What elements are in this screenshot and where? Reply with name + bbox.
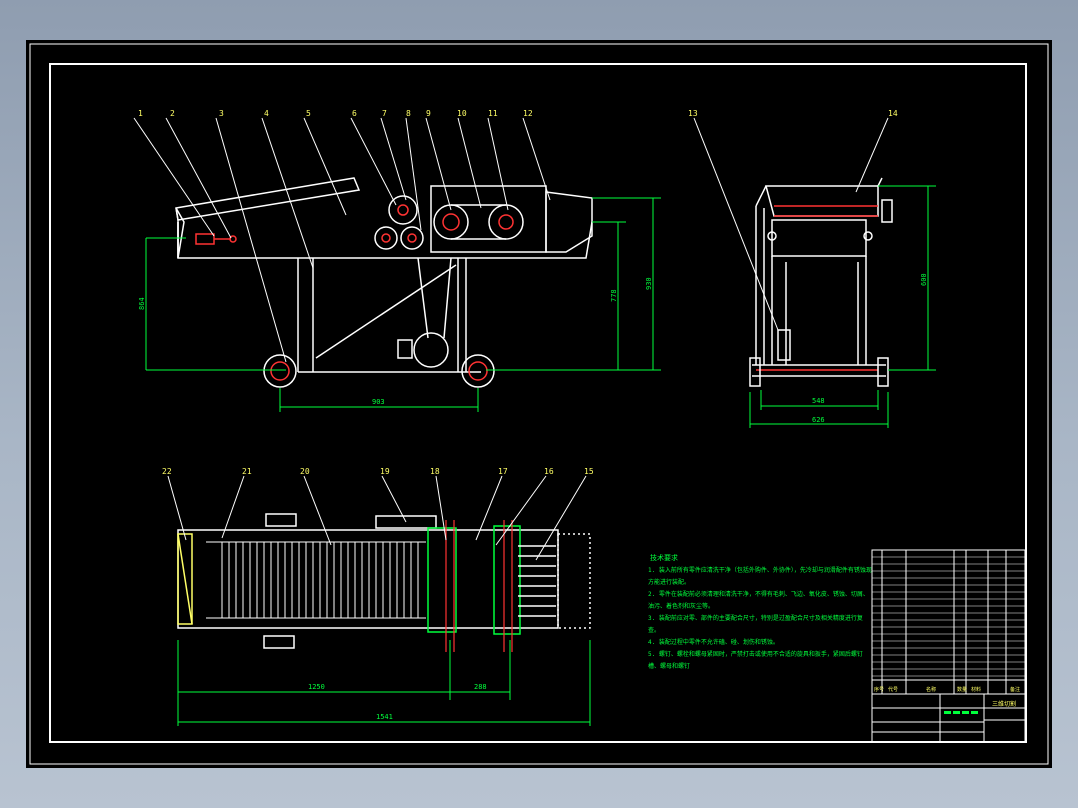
tech-note-line: 4. 装配过程中零件不允许磕、碰、划伤和锈蚀。 <box>648 638 779 646</box>
side-dimension-values: 600 548 626 <box>812 273 928 424</box>
tech-note-line: 5. 螺钉、螺栓和螺母紧固时，严禁打击或使用不合适的旋具和扳手，紧固后螺钉 <box>648 650 863 658</box>
inner-border <box>49 63 1027 743</box>
balloon-14: 14 <box>888 109 898 118</box>
title-block[interactable] <box>871 693 1026 743</box>
balloon-13: 13 <box>688 109 698 118</box>
balloon-12: 12 <box>523 109 533 118</box>
front-balloon-labels: 1 2 3 4 5 6 7 8 9 10 11 12 <box>138 109 533 118</box>
front-dimension-values: 864 778 930 903 <box>138 277 653 406</box>
dim-front-height-mid: 778 <box>610 289 618 302</box>
tech-note-line: 油污、着色剂和灰尘等。 <box>648 602 714 610</box>
plan-slats <box>206 541 426 619</box>
bom-col-remark: 备注 <box>1010 686 1020 693</box>
balloon-11: 11 <box>488 109 498 118</box>
dim-plan-main: 1250 <box>308 683 325 691</box>
side-leaders <box>693 117 889 331</box>
plan-view <box>177 513 591 649</box>
balloon-4: 4 <box>264 109 269 118</box>
title-cell-mark <box>971 711 978 714</box>
balloon-5: 5 <box>306 109 311 118</box>
balloon-19: 19 <box>380 467 390 476</box>
tech-note-line: 1. 装入前所有零件应清洗干净（包括外购件、外协件），先冷却与润滑配件有锈蚀现 <box>648 566 872 574</box>
outer-border <box>29 43 1049 765</box>
plan-red-shafts <box>445 520 513 652</box>
balloon-6: 6 <box>352 109 357 118</box>
cad-viewport[interactable]: 1 2 3 4 5 6 7 8 9 10 11 12 864 778 930 9… <box>26 40 1052 768</box>
balloon-16: 16 <box>544 467 554 476</box>
bom-header: 序号 代号 名称 数量 材料 备注 <box>874 686 1020 693</box>
balloon-2: 2 <box>170 109 175 118</box>
side-view <box>749 177 893 387</box>
title-cell-mark <box>962 711 969 714</box>
dim-side-height: 600 <box>920 273 928 286</box>
front-dimensions <box>145 197 661 412</box>
title-cell-mark <box>944 711 951 714</box>
balloon-17: 17 <box>498 467 508 476</box>
tech-notes: 技术要求 1. 装入前所有零件应清洗干净（包括外购件、外协件），先冷却与润滑配件… <box>648 553 872 670</box>
tech-note-line: 方能进行装配。 <box>648 578 690 586</box>
tech-note-line: 2. 零件在装配前必须清理和清洗干净，不得有毛刺、飞边、氧化皮、锈蚀、切屑、 <box>648 590 869 598</box>
balloon-18: 18 <box>430 467 440 476</box>
balloon-3: 3 <box>219 109 224 118</box>
balloon-10: 10 <box>457 109 467 118</box>
balloon-22: 22 <box>162 467 172 476</box>
front-view <box>175 177 593 388</box>
bom-col-name: 名称 <box>926 686 936 693</box>
dim-front-wheelbase: 903 <box>372 398 385 406</box>
plan-dimensions <box>177 640 591 726</box>
bom-col-qty: 数量 <box>957 686 967 693</box>
title-cell-mark <box>953 711 960 714</box>
tech-notes-heading: 技术要求 <box>650 553 678 562</box>
side-balloon-labels: 13 14 <box>688 109 898 118</box>
tech-note-line: 查。 <box>648 626 660 634</box>
plan-dimension-values: 1250 288 1541 <box>308 683 487 721</box>
plan-balloon-labels: 22 21 20 19 18 17 16 15 <box>162 467 594 476</box>
balloon-7: 7 <box>382 109 387 118</box>
bom-col-index: 序号 <box>874 686 884 693</box>
drawing-name: 三维切割 <box>992 700 1016 708</box>
balloon-8: 8 <box>406 109 411 118</box>
dim-side-overall: 626 <box>812 416 825 424</box>
tech-note-line: 3. 装配前应对零、部件的主要配合尺寸，特别是过盈配合尺寸及相关精度进行复 <box>648 614 863 622</box>
bom-rows <box>872 556 1025 681</box>
plan-leaders <box>167 475 587 561</box>
dim-plan-overall: 1541 <box>376 713 393 721</box>
bom-table[interactable] <box>871 549 1026 695</box>
dim-plan-side: 288 <box>474 683 487 691</box>
dim-front-height-right: 930 <box>645 277 653 290</box>
drawing-canvas[interactable]: 1 2 3 4 5 6 7 8 9 10 11 12 864 778 930 9… <box>26 40 1052 768</box>
front-leaders <box>133 117 551 363</box>
balloon-20: 20 <box>300 467 310 476</box>
tech-note-line: 槽、螺母和螺钉 <box>648 662 690 670</box>
side-dimensions <box>749 185 936 428</box>
balloon-15: 15 <box>584 467 594 476</box>
balloon-9: 9 <box>426 109 431 118</box>
bom-col-material: 材料 <box>971 686 981 693</box>
balloon-1: 1 <box>138 109 143 118</box>
plan-rakes <box>518 545 556 617</box>
balloon-21: 21 <box>242 467 252 476</box>
dim-front-height-left: 864 <box>138 297 146 310</box>
title-block-cells <box>944 711 978 714</box>
dim-side-track: 548 <box>812 397 825 405</box>
bom-col-code: 代号 <box>888 686 898 693</box>
